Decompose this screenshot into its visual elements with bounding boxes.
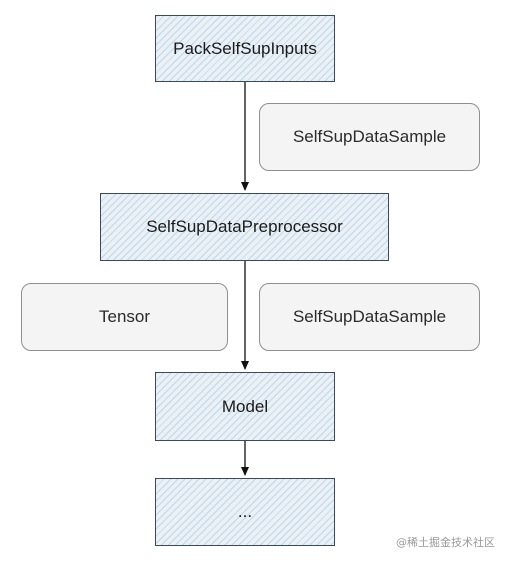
pack-self-sup-inputs-node: PackSelfSupInputs bbox=[155, 15, 335, 82]
watermark: @稀土掘金技术社区 bbox=[396, 536, 495, 549]
self-sup-data-preprocessor-node: SelfSupDataPreprocessor bbox=[100, 193, 389, 261]
tensor-label: Tensor bbox=[98, 307, 151, 326]
tensor-node: Tensor bbox=[21, 283, 228, 351]
self-sup-data-preprocessor-label: SelfSupDataPreprocessor bbox=[146, 217, 343, 236]
self-sup-data-sample-node-top: SelfSupDataSample bbox=[259, 103, 480, 171]
ellipsis-label: ... bbox=[237, 502, 253, 521]
ellipsis-node: ... bbox=[155, 478, 335, 546]
model-label: Model bbox=[221, 396, 269, 416]
model-node: Model bbox=[155, 372, 335, 441]
self-sup-data-sample-label-top: SelfSupDataSample bbox=[292, 127, 447, 146]
pack-self-sup-inputs-label: PackSelfSupInputs bbox=[173, 38, 317, 58]
self-sup-data-sample-node-bottom: SelfSupDataSample bbox=[259, 283, 480, 351]
self-sup-data-sample-label-bottom: SelfSupDataSample bbox=[292, 307, 447, 326]
